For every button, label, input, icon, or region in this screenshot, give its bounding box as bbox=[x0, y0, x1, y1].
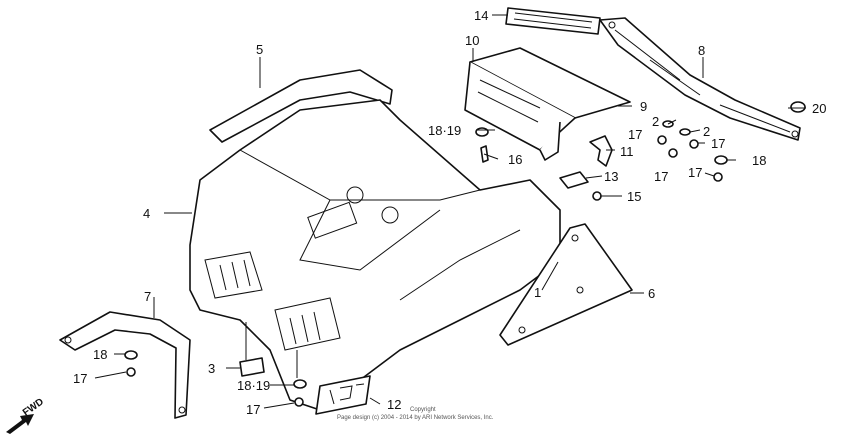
part-12-125-emblem[interactable] bbox=[315, 375, 371, 415]
part-18-19-upper-washer[interactable] bbox=[475, 127, 489, 137]
callout-15: 15 bbox=[627, 189, 642, 204]
part-8-rear-bracket[interactable] bbox=[599, 17, 801, 141]
part-3-bracket[interactable] bbox=[239, 357, 265, 377]
fwd-arrow-icon bbox=[6, 414, 34, 434]
callout-3: 3 bbox=[208, 361, 216, 376]
part-14-emblem[interactable] bbox=[505, 7, 601, 35]
callout-18-b: 18 bbox=[93, 347, 108, 362]
callout-17-a: 17 bbox=[628, 127, 643, 142]
part-20-cap[interactable] bbox=[790, 101, 806, 113]
callout-20: 20 bbox=[812, 101, 827, 116]
callout-2-a: 2 bbox=[652, 114, 660, 129]
callout-5: 5 bbox=[256, 42, 264, 57]
copyright-line-2: Page design (c) 2004 - 2014 by ARI Netwo… bbox=[337, 415, 494, 421]
part-7-bracket[interactable] bbox=[59, 311, 191, 419]
callout-8: 8 bbox=[698, 43, 706, 58]
callout-1: 1 bbox=[534, 285, 542, 300]
callout-17-b: 17 bbox=[711, 136, 726, 151]
callout-14: 14 bbox=[474, 8, 489, 23]
callout-2-b: 2 bbox=[703, 124, 711, 139]
callout-6: 6 bbox=[648, 286, 656, 301]
part-6-mud-flap[interactable] bbox=[499, 223, 633, 346]
lower-fasteners[interactable] bbox=[293, 379, 307, 407]
callout-12: 12 bbox=[387, 397, 402, 412]
callout-11: 11 bbox=[620, 144, 634, 159]
callout-18-19-lower: 18·19 bbox=[237, 378, 271, 393]
leader-lines bbox=[94, 14, 806, 409]
callout-7: 7 bbox=[144, 289, 152, 304]
callout-16: 16 bbox=[508, 152, 523, 167]
part-15-bolt[interactable] bbox=[592, 191, 602, 201]
callout-10: 10 bbox=[465, 33, 480, 48]
part-4-rear-fender[interactable] bbox=[189, 99, 561, 411]
part-11-clip[interactable] bbox=[589, 135, 613, 167]
copyright-line-1: Copyright bbox=[410, 407, 436, 413]
callout-17-d: 17 bbox=[654, 169, 669, 184]
callout-9: 9 bbox=[640, 99, 648, 114]
part-13-pad[interactable] bbox=[559, 171, 589, 189]
callout-17-e: 17 bbox=[73, 371, 88, 386]
callout-17-c: 17 bbox=[688, 165, 703, 180]
callout-4: 4 bbox=[143, 206, 151, 221]
callout-17-f: 17 bbox=[246, 402, 261, 417]
part-5-guard-strip[interactable] bbox=[209, 69, 393, 143]
callout-18-a: 18 bbox=[752, 153, 767, 168]
callout-18-19-upper: 18·19 bbox=[428, 123, 462, 138]
part-10-tray-panel[interactable] bbox=[464, 47, 631, 161]
callout-13: 13 bbox=[604, 169, 619, 184]
